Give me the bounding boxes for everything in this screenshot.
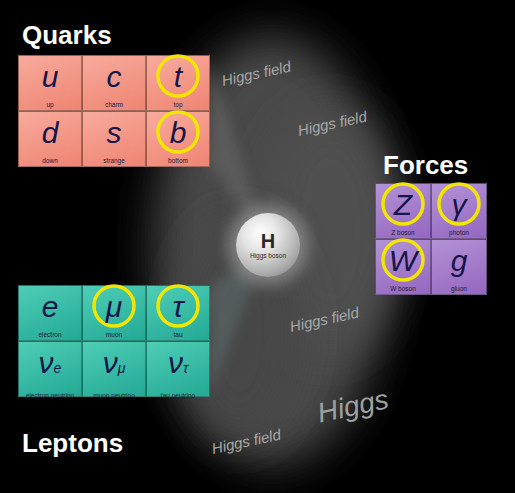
- particle-name: W boson: [390, 285, 416, 293]
- particle-symbol: g: [451, 243, 468, 279]
- force-box: γ photon: [431, 183, 487, 239]
- lepton-box: e electron: [18, 285, 82, 341]
- particle-symbol: γ: [452, 187, 467, 223]
- particle-symbol: c: [107, 59, 122, 95]
- particle-symbol: b: [170, 115, 187, 151]
- lepton-box: ντ tau neutrino: [146, 341, 210, 397]
- particle-name: down: [42, 157, 58, 165]
- lepton-box: τ tau: [146, 285, 210, 341]
- particle-name: strange: [103, 157, 125, 165]
- particle-symbol: e: [42, 289, 59, 325]
- force-box: g gluon: [431, 239, 487, 295]
- particle-name: Higgs boson: [250, 252, 286, 260]
- higgs-sphere: HHiggs boson: [236, 213, 300, 277]
- particle-name: bottom: [168, 157, 188, 165]
- quark-box: u up: [18, 55, 82, 111]
- particle-name: tau: [173, 331, 182, 339]
- particle-name: muon neutrino: [93, 392, 135, 400]
- particle-symbol: H: [261, 230, 275, 252]
- particle-symbol: s: [107, 115, 122, 151]
- quark-box: c charm: [82, 55, 146, 111]
- highlight-circle: [158, 286, 198, 326]
- particle-symbol: νμ: [103, 345, 126, 386]
- particle-symbol: νe: [39, 345, 62, 386]
- group-heading: Quarks: [22, 20, 112, 50]
- quark-box: s strange: [82, 111, 146, 167]
- particle-symbol: u: [42, 59, 59, 95]
- lepton-box: νe electron neutrino: [18, 341, 82, 397]
- lepton-box: νμ muon neutrino: [82, 341, 146, 397]
- particle-name: photon: [449, 229, 469, 237]
- highlight-circle: [383, 184, 423, 224]
- particle-name: tau neutrino: [161, 392, 195, 400]
- particle-symbol: t: [174, 59, 182, 95]
- particle-symbol: μ: [106, 289, 122, 325]
- highlight-circle: [158, 112, 198, 152]
- group-heading: Leptons: [22, 428, 123, 458]
- highlight-circle: [439, 184, 479, 224]
- quark-box: d down: [18, 111, 82, 167]
- particle-name: Z boson: [391, 229, 415, 237]
- particle-name: up: [46, 101, 53, 109]
- quark-box: b bottom: [146, 111, 210, 167]
- particle-symbol: Z: [394, 187, 412, 223]
- lepton-box: μ muon: [82, 285, 146, 341]
- highlight-circle: [383, 240, 423, 280]
- particle-symbol: ντ: [168, 345, 188, 386]
- particle-name: gluon: [451, 285, 467, 293]
- particle-name: electron neutrino: [26, 392, 74, 400]
- force-box: W W boson: [375, 239, 431, 295]
- higgs-glow: [224, 201, 312, 289]
- particle-symbol: W: [389, 243, 417, 279]
- particle-symbol: τ: [172, 289, 183, 325]
- highlight-circle: [94, 286, 134, 326]
- particle-name: charm: [105, 101, 123, 109]
- particle-symbol: d: [42, 115, 59, 151]
- group-heading: Forces: [383, 150, 468, 180]
- highlight-circle: [158, 56, 198, 96]
- particle-name: top: [173, 101, 182, 109]
- particle-name: muon: [106, 331, 122, 339]
- force-box: Z Z boson: [375, 183, 431, 239]
- quark-box: t top: [146, 55, 210, 111]
- particle-name: electron: [38, 331, 61, 339]
